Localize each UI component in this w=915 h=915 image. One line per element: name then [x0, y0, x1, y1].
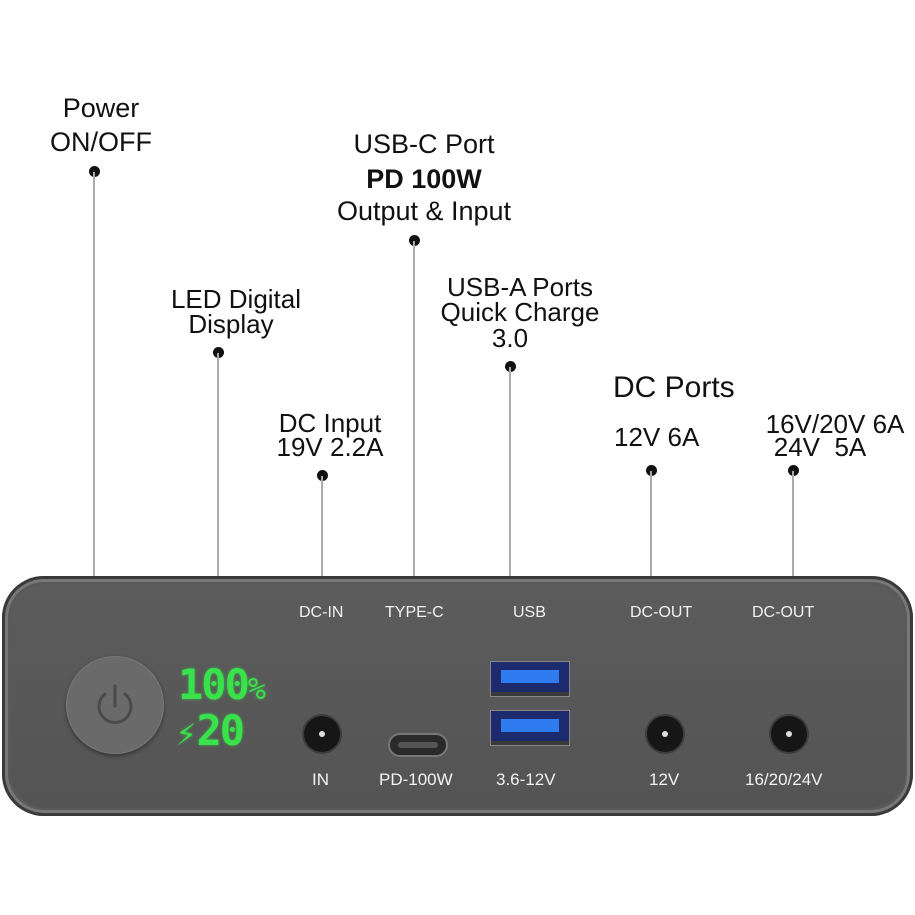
callout-dot — [505, 361, 516, 372]
callout-dot — [409, 235, 420, 246]
led-display-watts: ⚡20 — [176, 706, 245, 755]
label-in: IN — [312, 770, 329, 789]
usb-a-port-2 — [491, 711, 569, 745]
dc-out-24v-port — [771, 716, 807, 752]
leader-line — [93, 172, 95, 576]
callout-dc-ports-title: DC Ports — [613, 371, 735, 404]
label-usb-voltage: 3.6-12V — [496, 770, 556, 789]
label-pd-100w: PD-100W — [379, 770, 453, 789]
display-percent: 100 — [178, 660, 250, 709]
callout-dcin: DC Input 19V 2.2A — [268, 408, 392, 462]
label-usb: USB — [513, 604, 546, 621]
lightning-icon: ⚡ — [176, 714, 197, 754]
leader-line — [321, 476, 323, 576]
callout-usbc: USB-C Port PD 100W Output & Input — [328, 130, 520, 225]
callout-text: USB-C Port — [353, 129, 495, 159]
callout-dot — [788, 465, 799, 476]
callout-text: Quick Charge — [440, 297, 600, 328]
power-button[interactable] — [66, 656, 164, 754]
callout-text: LED Digital — [170, 284, 302, 314]
label-12v: 12V — [649, 770, 680, 789]
power-icon — [97, 684, 133, 724]
callout-text: 12V 6A — [614, 422, 700, 452]
dc-in-port — [304, 716, 340, 752]
callout-text: 16V/20V 6A — [765, 409, 905, 439]
callout-text: DC Input — [278, 408, 382, 438]
display-percent-sign: % — [247, 672, 266, 707]
label-dc-out-12: DC-OUT — [630, 604, 693, 621]
callout-text: Power — [62, 93, 140, 123]
callout-power: Power ON/OFF — [50, 94, 152, 157]
callout-led: LED Digital Display — [160, 284, 312, 336]
leader-line — [217, 353, 219, 576]
dc-out-12v-port — [647, 716, 683, 752]
led-display: 100% — [178, 660, 266, 709]
callout-dot — [89, 166, 100, 177]
label-dc-in: DC-IN — [299, 604, 344, 621]
callout-text: ON/OFF — [50, 127, 152, 158]
leader-line — [650, 471, 652, 576]
label-16-20-24v: 16/20/24V — [745, 770, 823, 789]
label-type-c: TYPE-C — [385, 604, 444, 621]
callout-text: Output & Input — [336, 195, 512, 226]
leader-line — [509, 367, 511, 576]
callout-dot — [213, 347, 224, 358]
callout-dot — [646, 465, 657, 476]
leader-line — [413, 241, 415, 576]
usb-a-port-1 — [491, 662, 569, 696]
callout-text: 24V 5A — [773, 432, 867, 463]
label-dc-out-24: DC-OUT — [752, 604, 815, 621]
callout-dc24: 16V/20V 6A 24V 5A — [755, 409, 915, 461]
callout-text: Display — [188, 308, 274, 339]
callout-text: PD 100W — [366, 164, 482, 195]
leader-line — [792, 471, 794, 576]
callout-usba: USB-A Ports Quick Charge 3.0 — [432, 272, 608, 351]
usb-c-port — [390, 735, 446, 755]
callout-text: 19V 2.2A — [276, 431, 384, 462]
callout-dc12: 12V 6A — [614, 422, 700, 452]
callout-text: 3.0 — [491, 322, 529, 353]
callout-text: USB-A Ports — [447, 272, 593, 302]
callout-dot — [317, 470, 328, 481]
display-watts: 20 — [196, 706, 245, 755]
